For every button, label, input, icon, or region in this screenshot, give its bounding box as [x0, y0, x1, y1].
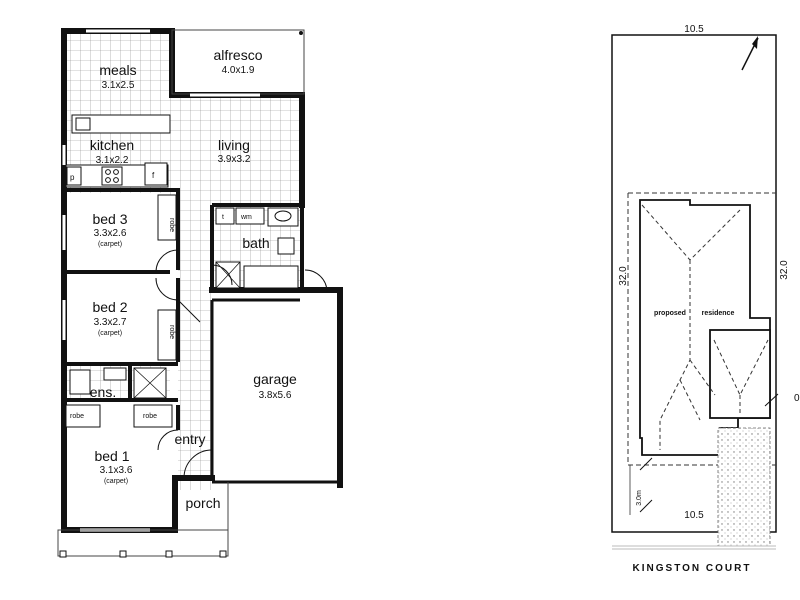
site-left-depth: 32.0 [618, 266, 629, 286]
bed1-robe-right-label: robe [143, 413, 157, 420]
laundry-t-label: t [222, 214, 224, 221]
bed2-size: 3.3x2.7 [94, 317, 127, 328]
bed3-robe [157, 194, 177, 241]
alfresco-name: alfresco [213, 47, 262, 63]
site-top-width: 10.5 [684, 24, 704, 35]
site-label-residence: residence [702, 310, 735, 317]
bed1-robe-right [133, 404, 173, 428]
kitchen-name: kitchen [90, 137, 134, 153]
meals-name: meals [99, 62, 136, 78]
bed1-size: 3.1x3.6 [100, 465, 133, 476]
site-bottom-width: 10.5 [684, 510, 704, 521]
bed1-floor: (carpet) [104, 478, 128, 485]
driveway [717, 427, 771, 547]
ens-basin [103, 367, 127, 381]
bed1-robe-left-label: robe [70, 413, 84, 420]
bed3-size: 3.3x2.6 [94, 228, 127, 239]
pantry-label: p [70, 173, 75, 182]
fridge-box [144, 162, 168, 186]
street-name: KINGSTON COURT [633, 563, 752, 574]
hall-tiles [178, 190, 212, 490]
entry-name: entry [174, 431, 205, 447]
floor-plan: p f robe robe robe robe t wm [57, 28, 343, 558]
living-size: 3.9x3.2 [218, 154, 251, 165]
bed2-robe [157, 309, 177, 361]
porch-outline [57, 529, 229, 557]
bed2-name: bed 2 [92, 299, 127, 315]
site-label-proposed: proposed [654, 310, 686, 317]
bathtub [243, 265, 299, 289]
sink [75, 117, 91, 131]
lot-boundary [611, 34, 777, 533]
site-plan: 10.5 10.5 32.0 32.0 proposed residence 3… [611, 24, 800, 574]
garage-size: 3.8x5.6 [259, 390, 292, 401]
site-right-depth: 32.0 [779, 260, 790, 280]
bed2-floor: (carpet) [98, 330, 122, 337]
bath-name: bath [242, 235, 269, 251]
kitchen-bench [71, 114, 171, 134]
porch-name: porch [185, 495, 220, 511]
bed1-name: bed 1 [94, 448, 129, 464]
cooktop [101, 166, 123, 186]
north-arrow-icon [741, 36, 759, 71]
bath-toilet [277, 237, 295, 255]
bed3-robe-label: robe [168, 218, 175, 232]
alfresco-size: 4.0x1.9 [222, 65, 255, 76]
bed3-name: bed 3 [92, 211, 127, 227]
fridge-label: f [152, 171, 155, 180]
garage-name: garage [253, 371, 297, 387]
living-name: living [218, 137, 250, 153]
bed3-floor: (carpet) [98, 241, 122, 248]
ens-name: ens. [90, 384, 116, 400]
site-setback: 3.0m [636, 490, 643, 506]
living-tiles [170, 95, 302, 205]
bed2-robe-label: robe [168, 325, 175, 339]
kitchen-size: 3.1x2.2 [96, 155, 129, 166]
bed1-robe-left [65, 404, 101, 428]
laundry-t-box [215, 207, 235, 225]
wm-label: wm [240, 214, 252, 221]
pantry-box [66, 166, 82, 186]
meals-size: 3.1x2.5 [102, 80, 135, 91]
wm-box [235, 207, 265, 225]
ens-vanity [69, 369, 91, 395]
site-side-mark: 0 [794, 393, 800, 404]
